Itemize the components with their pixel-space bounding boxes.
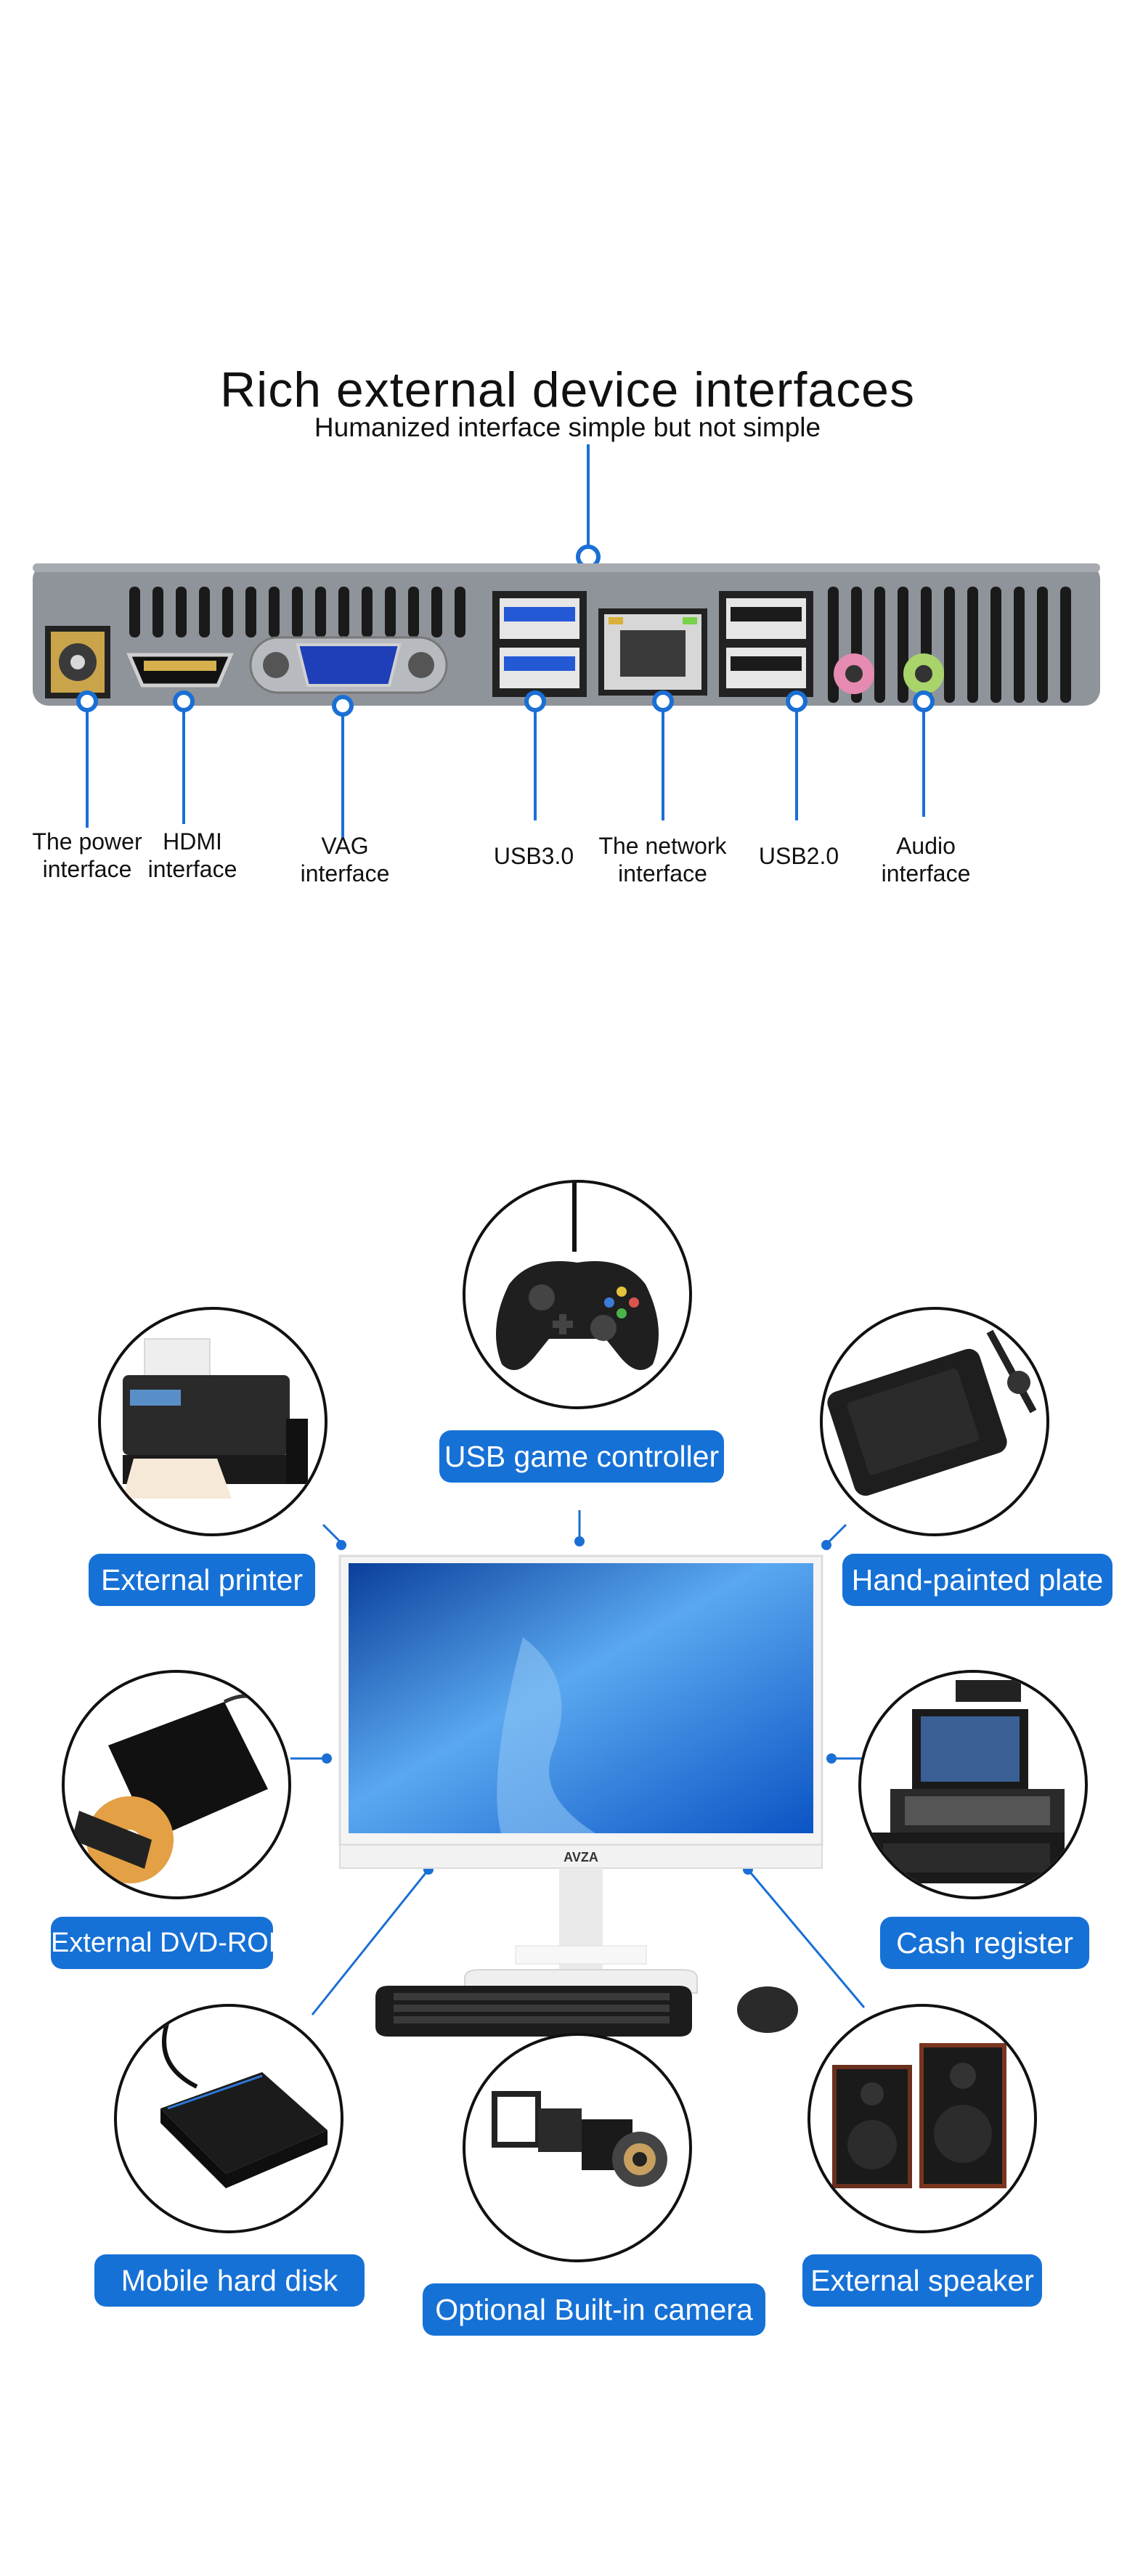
speaker-image (807, 2004, 1037, 2233)
hard-disk-image (114, 2004, 343, 2233)
label-dvd: External DVD-ROM (51, 1917, 292, 1969)
dvd-drive-image (62, 1670, 291, 1899)
port-label-usb3: USB3.0 (493, 843, 574, 869)
network-port (598, 608, 707, 696)
label-camera: Optional Built-in camera (423, 2283, 765, 2336)
vent-left (129, 587, 465, 637)
label-plate: Hand-painted plate (842, 1554, 1112, 1606)
section-title: Rich external device interfaces (219, 362, 915, 417)
game-controller-image (463, 1180, 692, 1409)
vga-port (249, 636, 448, 694)
monitor-brand: AVZA (564, 1850, 598, 1864)
camera-module-image (463, 2033, 692, 2262)
hdmi-port (126, 653, 234, 688)
label-cash-register: Cash register (880, 1917, 1089, 1969)
port-label-usb2: USB2.0 (758, 843, 839, 869)
usb3-ports (492, 591, 587, 697)
power-port (45, 626, 110, 698)
printer-image (98, 1307, 328, 1536)
label-printer: External printer (89, 1554, 315, 1606)
port-pointers (76, 690, 935, 839)
drawing-tablet-image (820, 1307, 1049, 1536)
peripheral-connectors (290, 1510, 866, 2055)
cash-register-image (858, 1670, 1088, 1899)
section-subtitle: Humanized interface simple but not simpl… (314, 412, 821, 442)
label-game-controller: USB game controller (439, 1430, 724, 1483)
rear-panel-illustration (33, 444, 1100, 839)
usb2-ports (719, 591, 813, 697)
label-speaker: External speaker (802, 2254, 1042, 2307)
label-hard-disk: Mobile hard disk (94, 2254, 365, 2307)
audio-ports (834, 653, 944, 694)
all-in-one-monitor: AVZA (338, 1554, 823, 2037)
